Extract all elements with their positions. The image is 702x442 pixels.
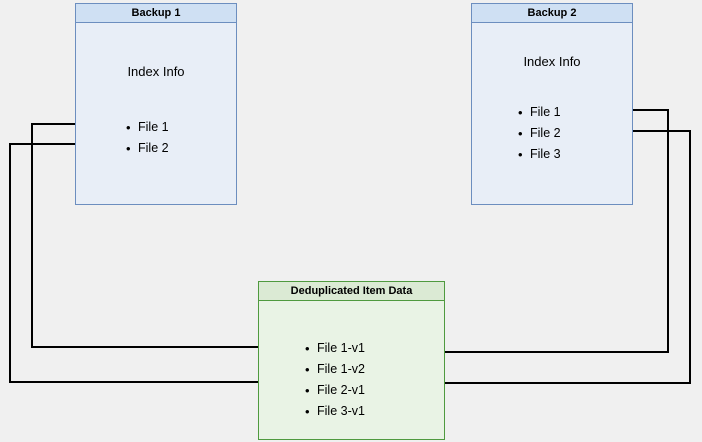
list-item: File 1-v2: [303, 359, 365, 380]
box-backup-2-file-list: File 1 File 2 File 3: [516, 102, 561, 165]
list-item: File 1-v1: [303, 338, 365, 359]
box-deduplicated-item-data-title: Deduplicated Item Data: [259, 282, 444, 301]
box-deduplicated-item-data: Deduplicated Item Data File 1-v1 File 1-…: [258, 281, 445, 440]
box-backup-2-title: Backup 2: [472, 4, 632, 23]
box-backup-1: Backup 1 Index Info File 1 File 2: [75, 3, 237, 205]
box-backup-1-subtitle: Index Info: [127, 64, 185, 79]
list-item: File 2-v1: [303, 380, 365, 401]
box-backup-1-title: Backup 1: [76, 4, 236, 23]
box-backup-1-file-list: File 1 File 2: [124, 117, 169, 159]
connector-backup1-file2-to-file2v1: [9, 143, 297, 389]
list-item: File 3-v1: [303, 401, 365, 422]
box-deduplicated-item-data-list: File 1-v1 File 1-v2 File 2-v1 File 3-v1: [303, 338, 365, 422]
list-item: File 2: [516, 123, 561, 144]
list-item: File 1: [516, 102, 561, 123]
box-backup-2: Backup 2 Index Info File 1 File 2 File 3: [471, 3, 633, 205]
box-backup-2-subtitle: Index Info: [523, 54, 581, 69]
list-item: File 2: [124, 138, 169, 159]
list-item: File 1: [124, 117, 169, 138]
list-item: File 3: [516, 144, 561, 165]
